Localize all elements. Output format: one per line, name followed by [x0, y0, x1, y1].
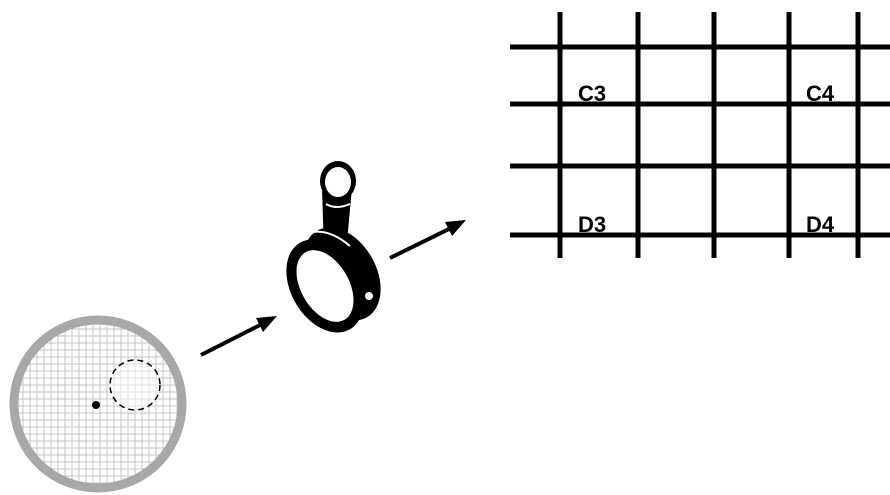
- magnified-grid: [510, 12, 890, 258]
- center-dot: [92, 401, 100, 409]
- gridded-circle-icon: [9, 315, 187, 493]
- arrow-icon: [389, 220, 466, 260]
- cell-label-c3: C3: [578, 81, 606, 106]
- arrow-icon: [200, 316, 277, 357]
- cell-label-d4: D4: [806, 212, 835, 237]
- selection-circle: [109, 359, 161, 411]
- cell-label-c4: C4: [806, 81, 835, 106]
- magnifying-glass-icon: [286, 161, 381, 333]
- cell-label-d3: D3: [578, 212, 606, 237]
